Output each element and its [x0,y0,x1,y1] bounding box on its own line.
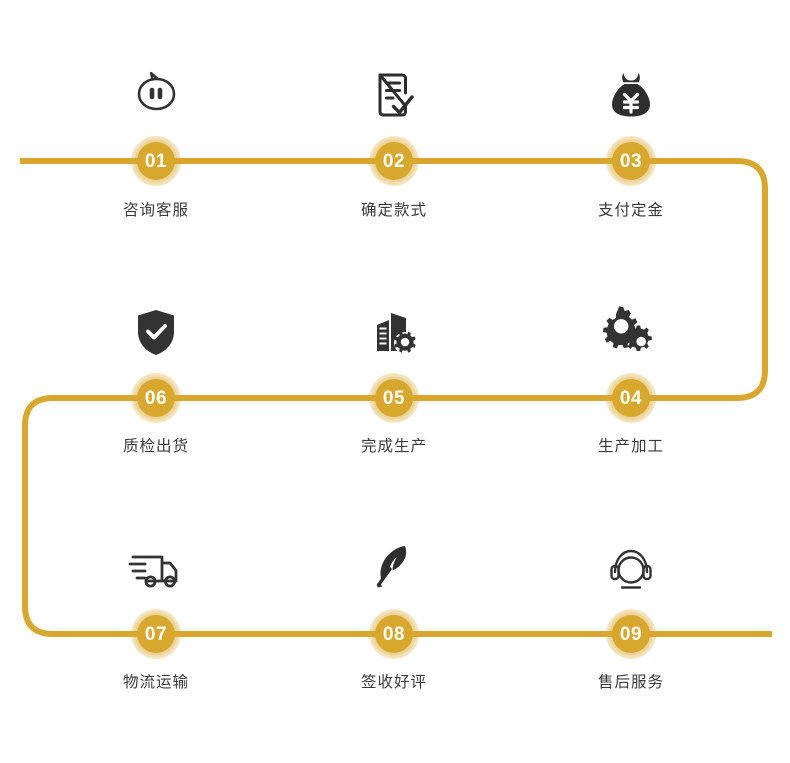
step-09-label: 售后服务 [597,673,664,691]
step-04-label: 生产加工 [597,437,664,455]
step-05-label: 完成生产 [360,437,427,455]
badge-disc [612,379,650,417]
factory-building-gear-icon [367,305,421,359]
step-06-badge[interactable]: 06 [131,373,181,423]
step-05-icon-slot [314,299,474,365]
badge-disc [612,615,650,653]
step-number: 01 [144,150,168,172]
step-02-icon-slot [314,62,474,128]
badge-disc [375,379,413,417]
step-number: 06 [144,387,168,409]
step-09-icon-slot [551,535,711,601]
feather-quill-icon [369,541,419,595]
step-05-badge[interactable]: 05 [369,373,419,423]
step-04-badge[interactable]: 04 [606,373,656,423]
step-01-label: 咨询客服 [122,201,189,219]
badge-disc [137,379,175,417]
badge-disc [375,142,413,180]
step-02-label: 确定款式 [360,201,427,219]
step-number: 02 [382,150,406,172]
speech-bubble-quote-icon [127,66,185,124]
step-number: 08 [382,623,406,645]
two-gears-icon [603,305,659,359]
step-08-label: 签收好评 [360,673,427,691]
step-06-label: 质检出货 [122,437,189,455]
badge-disc [375,615,413,653]
step-07-label: 物流运输 [122,673,189,691]
step-09-badge[interactable]: 09 [606,609,656,659]
step-number: 04 [619,387,643,409]
step-03-icon-slot [551,62,711,128]
step-08-badge[interactable]: 08 [369,609,419,659]
headset-support-icon [604,542,658,594]
step-04-icon-slot [551,299,711,365]
step-03-badge[interactable]: 03 [606,136,656,186]
step-number: 07 [144,623,168,645]
step-number: 09 [619,623,643,645]
shield-check-icon [130,304,182,360]
badge-disc [137,142,175,180]
step-number: 03 [619,150,643,172]
document-checklist-check-icon [367,66,421,124]
delivery-truck-icon [127,541,185,595]
step-number: 05 [382,387,406,409]
step-08-icon-slot [314,535,474,601]
step-07-icon-slot [76,535,236,601]
step-01-icon-slot [76,62,236,128]
step-01-badge[interactable]: 01 [131,136,181,186]
step-02-badge[interactable]: 02 [369,136,419,186]
step-07-badge[interactable]: 07 [131,609,181,659]
step-03-label: 支付定金 [597,201,664,219]
money-bag-yen-icon [604,67,658,123]
badge-disc [137,615,175,653]
step-06-icon-slot [76,299,236,365]
badge-disc [612,142,650,180]
